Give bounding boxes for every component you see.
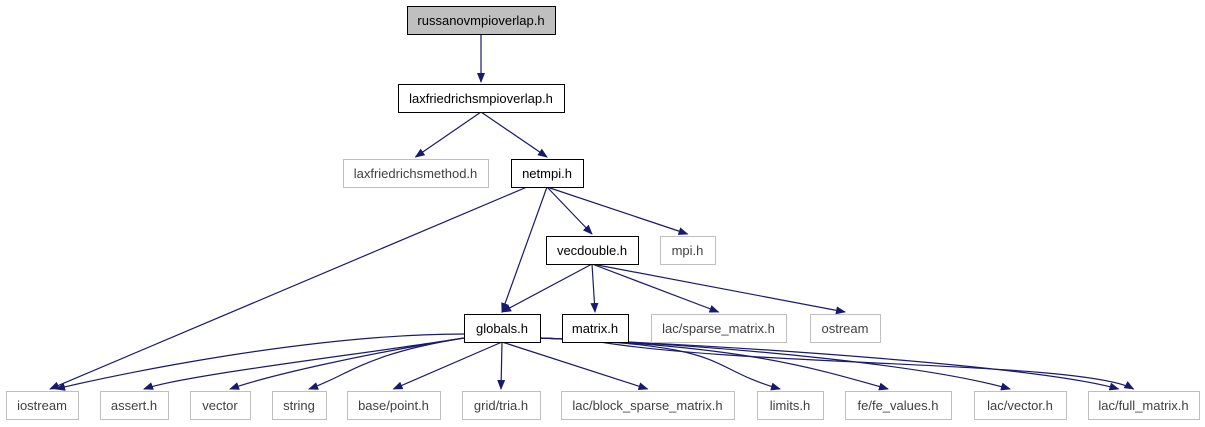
edge-globals-to-block_sparse_matrix — [501, 341, 649, 391]
node-label: base/point.h — [358, 398, 429, 413]
node-box — [546, 236, 639, 265]
node-label: laxfriedrichsmethod.h — [354, 166, 478, 181]
node-box — [810, 314, 881, 343]
node-label: limits.h — [770, 398, 810, 413]
node-box — [407, 6, 556, 35]
edge-globals-to-point — [392, 341, 503, 390]
node-label: fe/fe_values.h — [858, 398, 939, 413]
node-box — [561, 391, 735, 420]
edge-globals-to-string — [308, 337, 465, 390]
node-label: assert.h — [111, 398, 157, 413]
node-box — [398, 84, 565, 113]
edge-globals-to-iostream — [55, 333, 465, 391]
node-matrix[interactable]: matrix.h — [562, 314, 629, 343]
node-box — [845, 391, 952, 420]
node-box — [272, 391, 327, 420]
edge-globals-to-assert — [143, 337, 465, 390]
node-label: lac/sparse_matrix.h — [662, 321, 775, 336]
edge-laxfriedrichsmpioverlap-to-netmpi — [480, 111, 548, 158]
node-box — [343, 159, 489, 188]
node-label: ostream — [822, 321, 869, 336]
edge-netmpi-to-globals — [501, 186, 548, 313]
node-lac_vector: lac/vector.h — [974, 391, 1067, 420]
node-label: vector — [202, 398, 238, 413]
node-label: globals.h — [476, 321, 528, 336]
node-label: vecdouble.h — [557, 243, 627, 258]
node-label: netmpi.h — [522, 166, 572, 181]
node-box — [6, 391, 79, 420]
node-box — [562, 314, 629, 343]
node-fe_values: fe/fe_values.h — [845, 391, 952, 420]
node-box — [757, 391, 824, 420]
node-label: lac/block_sparse_matrix.h — [572, 398, 722, 413]
node-label: lac/full_matrix.h — [1098, 398, 1188, 413]
node-label: laxfriedrichsmpioverlap.h — [409, 91, 553, 106]
node-laxfriedrichsmethod: laxfriedrichsmethod.h — [343, 159, 489, 188]
node-globals[interactable]: globals.h — [464, 314, 541, 343]
edge-laxfriedrichsmpioverlap-to-laxfriedrichsmethod — [414, 111, 482, 158]
node-string: string — [272, 391, 327, 420]
node-laxfriedrichsmpioverlap[interactable]: laxfriedrichsmpioverlap.h — [398, 84, 565, 113]
node-label: mpi.h — [672, 243, 704, 258]
node-box — [651, 314, 787, 343]
node-box — [462, 391, 541, 420]
node-box — [190, 391, 251, 420]
edge-globals-to-fe_values — [539, 337, 889, 391]
node-box — [1088, 391, 1200, 420]
edge-vecdouble-to-sparse_matrix — [591, 263, 720, 313]
edge-globals-to-tria — [497, 341, 506, 390]
edges-layer — [49, 34, 1135, 391]
node-full_matrix: lac/full_matrix.h — [1088, 391, 1200, 420]
node-box — [974, 391, 1067, 420]
node-label: russanovmpioverlap.h — [417, 13, 544, 28]
node-vecdouble[interactable]: vecdouble.h — [546, 236, 639, 265]
edge-vecdouble-to-matrix — [590, 263, 599, 313]
node-label: lac/vector.h — [987, 398, 1053, 413]
node-box — [511, 159, 584, 188]
node-label: string — [283, 398, 315, 413]
node-block_sparse_matrix: lac/block_sparse_matrix.h — [561, 391, 735, 420]
node-box — [464, 314, 541, 343]
node-limits: limits.h — [757, 391, 824, 420]
edge-vecdouble-to-ostream — [591, 263, 846, 315]
node-netmpi[interactable]: netmpi.h — [511, 159, 584, 188]
node-point: base/point.h — [347, 391, 441, 420]
node-label: grid/tria.h — [474, 398, 528, 413]
node-iostream: iostream — [6, 391, 79, 420]
node-box — [347, 391, 441, 420]
edge-vecdouble-to-globals — [501, 263, 593, 313]
edge-globals-to-vector — [229, 337, 465, 390]
node-ostream: ostream — [810, 314, 881, 343]
nodes-layer: russanovmpioverlap.h laxfriedrichsmpiover… — [6, 6, 1200, 420]
node-box — [660, 236, 716, 265]
edge-netmpi-to-iostream — [49, 186, 528, 390]
edge-matrix-to-full_matrix — [599, 341, 1135, 390]
node-assert: assert.h — [100, 391, 169, 420]
node-vector: vector — [190, 391, 251, 420]
node-sparse_matrix: lac/sparse_matrix.h — [651, 314, 787, 343]
node-tria: grid/tria.h — [462, 391, 541, 420]
edge-netmpi-to-mpi — [546, 186, 689, 235]
node-russanovmpioverlap[interactable]: russanovmpioverlap.h — [407, 6, 556, 35]
node-label: matrix.h — [572, 321, 618, 336]
node-box — [100, 391, 169, 420]
node-mpi: mpi.h — [660, 236, 716, 265]
edge-netmpi-to-vecdouble — [546, 186, 593, 235]
node-label: iostream — [17, 398, 67, 413]
